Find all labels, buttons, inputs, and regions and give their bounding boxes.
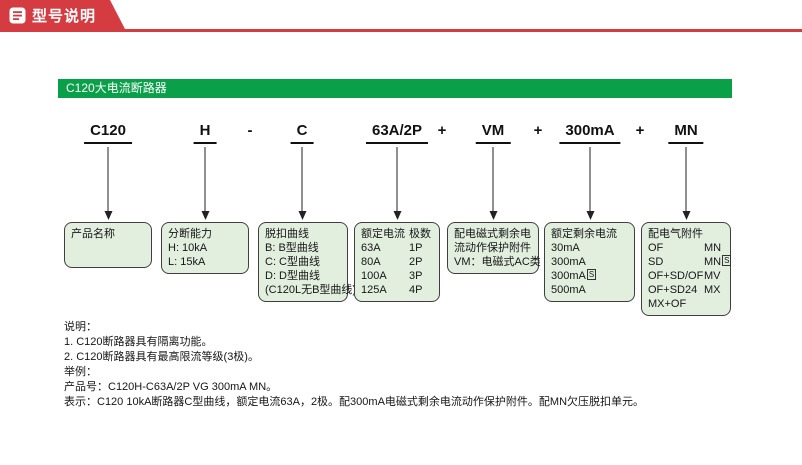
box-title: 脱扣曲线 xyxy=(265,228,309,240)
cell-poles: 3P xyxy=(409,270,423,282)
code-residual-module: VM xyxy=(475,122,511,144)
list-item: 500mA xyxy=(551,284,586,296)
cell-accessory: MN xyxy=(704,242,722,254)
table-row: OF MN xyxy=(648,241,724,255)
column-header: 极数 xyxy=(409,228,431,240)
box-product-name: 产品名称 xyxy=(64,222,152,268)
box-title: 额定剩余电流 xyxy=(551,228,617,240)
header-banner: 型号说明 xyxy=(0,0,126,31)
table-row: OF+SD24 MX xyxy=(648,283,724,297)
table-row: 80A 2P xyxy=(361,255,433,269)
list-item: H: 10kA xyxy=(168,242,208,254)
selective-badge: S xyxy=(722,255,732,266)
arrow-down-icon xyxy=(685,147,687,211)
code-trip-curve: C xyxy=(290,122,314,144)
notes-heading: 说明： xyxy=(64,321,97,333)
list-item: 300mA xyxy=(551,256,586,268)
list-item: B: B型曲线 xyxy=(265,242,319,254)
note-item: 1. C120断路器具有隔离功能。 xyxy=(64,336,213,348)
box-rated-current-poles: 额定电流 极数 63A 1P 80A 2P 100A 3P 125A 4P xyxy=(354,222,440,302)
cell-accessory: MX xyxy=(704,284,721,296)
code-plus-2: + xyxy=(533,122,543,139)
list-item: (C120L无B型曲线) xyxy=(265,284,357,296)
code-accessory: MN xyxy=(668,122,704,144)
arrow-down-icon xyxy=(589,147,591,211)
box-title: 配电气附件 xyxy=(648,228,703,240)
cell-accessory: OF+SD/OF xyxy=(648,270,704,282)
cell-current: 125A xyxy=(361,284,387,296)
arrow-down-icon xyxy=(107,147,109,211)
table-row: OF+SD/OF MV xyxy=(648,269,724,283)
list-item: L: 15kA xyxy=(168,256,206,268)
cell-accessory: OF+SD24 xyxy=(648,284,698,296)
table-row: 额定电流 极数 xyxy=(361,227,433,241)
list-item: D: D型曲线 xyxy=(265,270,320,282)
cell-current: 100A xyxy=(361,270,387,282)
code-residual-current: 300mA xyxy=(559,122,621,144)
list-item: C: C型曲线 xyxy=(265,256,320,268)
notes-section: 说明： 1. C120断路器具有隔离功能。 2. C120断路器具有最高限流等级… xyxy=(64,320,644,410)
note-item: 2. C120断路器具有最高限流等级(3极)。 xyxy=(64,351,259,363)
cell-poles: 4P xyxy=(409,284,423,296)
example-product-number: 产品号：C120H-C63A/2P VG 300mA MN。 xyxy=(64,381,278,393)
list-item: 30mA xyxy=(551,242,580,254)
box-breaking-capacity: 分断能力 H: 10kA L: 15kA xyxy=(161,222,249,274)
list-item-text: 300mA xyxy=(551,270,586,282)
box-trip-curve: 脱扣曲线 B: B型曲线 C: C型曲线 D: D型曲线 (C120L无B型曲线… xyxy=(258,222,357,302)
arrow-down-icon xyxy=(204,147,206,211)
box-text: 配电磁式剩余电流动作保护附件 xyxy=(454,228,531,254)
header-underline xyxy=(0,29,802,32)
cell-accessory: MX+OF xyxy=(648,298,687,310)
selective-badge: S xyxy=(586,269,597,280)
spec-sheet-icon xyxy=(9,7,26,24)
cell-current: 63A xyxy=(361,242,381,254)
table-row: 125A 4P xyxy=(361,283,433,297)
code-breaking-capacity: H xyxy=(193,122,217,144)
cell-poles: 1P xyxy=(409,242,423,254)
arrow-down-icon xyxy=(492,147,494,211)
cell-accessory: MV xyxy=(704,270,721,282)
arrow-down-icon xyxy=(396,147,398,211)
cell-text: MN xyxy=(704,256,722,268)
box-text: VM：电磁式AC类 xyxy=(454,256,541,268)
table-row: 100A 3P xyxy=(361,269,433,283)
code-plus-3: + xyxy=(635,122,645,139)
page-title: 型号说明 xyxy=(32,8,97,25)
arrow-down-icon xyxy=(301,147,303,211)
box-title: 产品名称 xyxy=(71,228,115,240)
box-title: 分断能力 xyxy=(168,228,212,240)
table-row: MX+OF xyxy=(648,297,724,311)
column-header: 额定电流 xyxy=(361,228,405,240)
box-residual-accessory: 配电磁式剩余电流动作保护附件 VM：电磁式AC类 xyxy=(447,222,541,274)
cell-current: 80A xyxy=(361,256,381,268)
cell-accessory: SD xyxy=(648,256,664,268)
code-current-poles: 63A/2P xyxy=(365,122,429,144)
cell-poles: 2P xyxy=(409,256,423,268)
code-series: C120 xyxy=(84,122,132,144)
cell-accessory xyxy=(704,297,724,311)
page-header: 型号说明 xyxy=(0,0,802,33)
table-row: 63A 1P xyxy=(361,241,433,255)
section-title-bar: C120大电流断路器 xyxy=(58,79,732,98)
code-separator-dash: - xyxy=(247,122,253,139)
code-plus-1: + xyxy=(437,122,447,139)
example-description: 表示：C120 10kA断路器C型曲线，额定电流63A，2极。配300mA电磁式… xyxy=(64,396,645,408)
example-heading: 举例： xyxy=(64,366,97,378)
cell-accessory: OF xyxy=(648,242,664,254)
